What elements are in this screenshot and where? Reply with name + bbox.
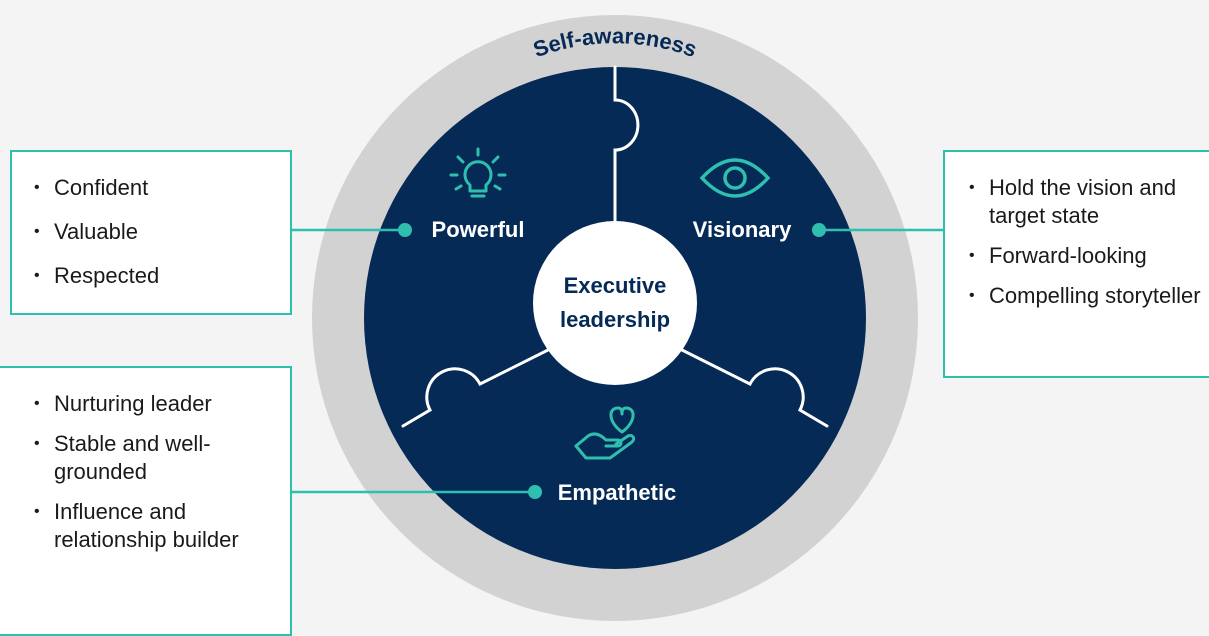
trait-item: Hold the vision and target state (963, 174, 1209, 230)
right-divider (668, 342, 829, 428)
lightbulb-icon (449, 147, 507, 198)
empathetic-traits-box: Nurturing leader Stable and well-grounde… (0, 366, 292, 636)
trait-item: Respected (28, 262, 280, 290)
trait-item: Valuable (28, 218, 280, 246)
center-circle (533, 221, 697, 385)
center-label-line1: Executive (564, 273, 667, 298)
powerful-connector-dot (398, 223, 412, 237)
puzzle-dividers (401, 65, 829, 428)
powerful-label: Powerful (432, 217, 525, 242)
trait-item: Influence and relationship builder (28, 498, 280, 554)
left-divider (401, 342, 562, 428)
top-divider (613, 65, 640, 267)
eye-icon (699, 158, 771, 198)
empathetic-label: Empathetic (558, 480, 677, 505)
visionary-traits-list: Hold the vision and target state Forward… (963, 174, 1209, 310)
center-label-line2: leadership (560, 307, 670, 332)
trait-item: Nurturing leader (28, 390, 280, 418)
empathetic-connector-dot (528, 485, 542, 499)
trait-item: Stable and well-grounded (28, 430, 280, 486)
visionary-label: Visionary (693, 217, 792, 242)
trait-item: Confident (28, 174, 280, 202)
powerful-traits-box: Confident Valuable Respected (10, 150, 292, 315)
trait-item: Compelling storyteller (963, 282, 1209, 310)
connectors (292, 228, 943, 494)
visionary-connector-dot (812, 223, 826, 237)
empathetic-traits-list: Nurturing leader Stable and well-grounde… (28, 390, 280, 554)
trait-item: Forward-looking (963, 242, 1209, 270)
heart-in-hand-icon (574, 406, 636, 460)
powerful-traits-list: Confident Valuable Respected (28, 174, 280, 290)
visionary-traits-box: Hold the vision and target state Forward… (943, 150, 1209, 378)
